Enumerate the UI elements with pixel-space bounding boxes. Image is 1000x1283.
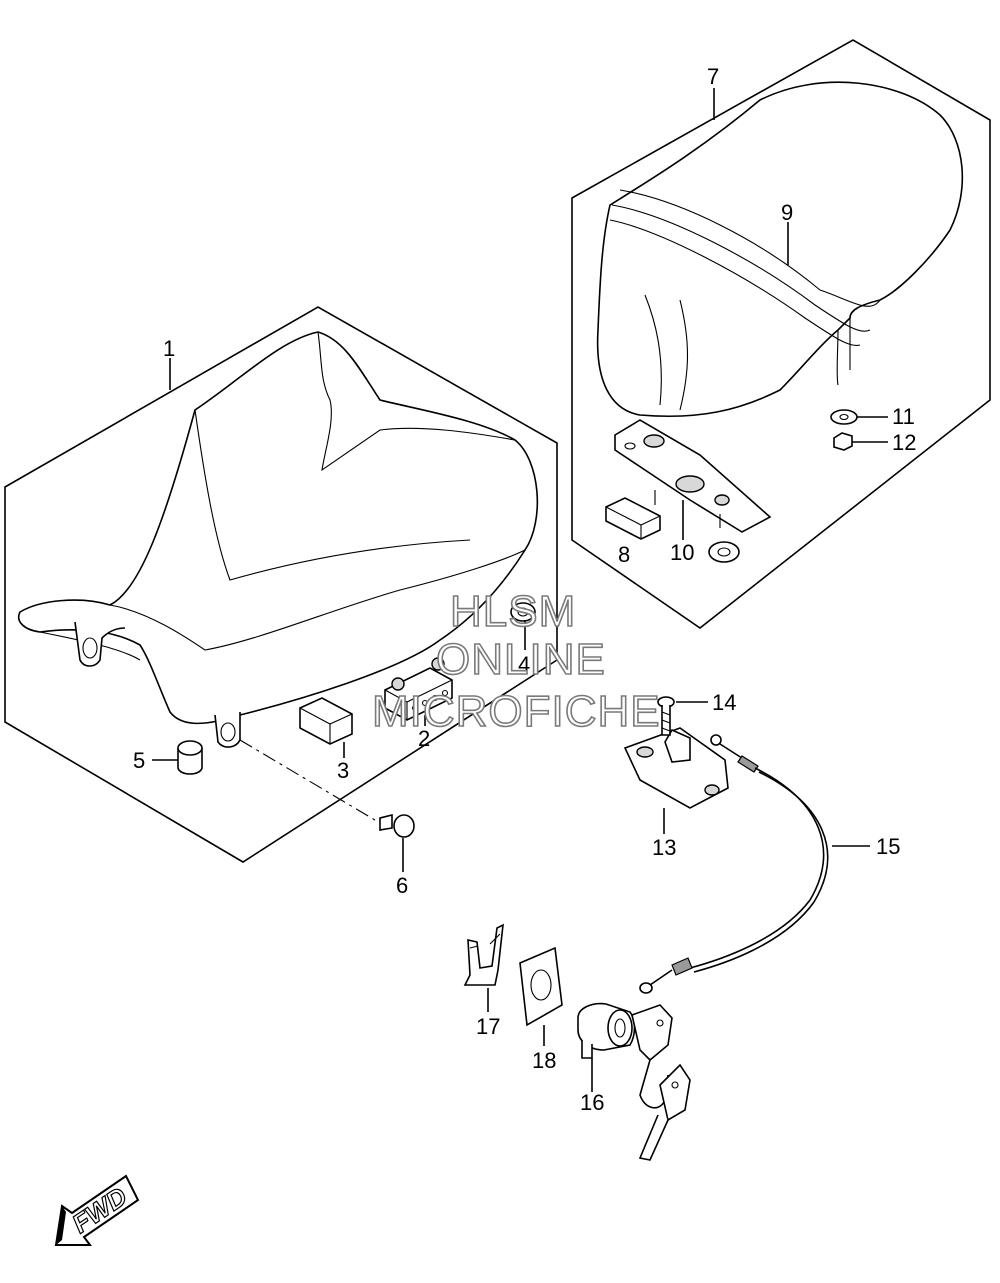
callout-17: 17 (476, 1014, 500, 1039)
callout-1: 1 (163, 336, 175, 361)
callout-6: 6 (396, 873, 408, 898)
callout-labels: 1 2 3 4 5 6 7 8 9 10 11 12 13 14 15 16 1… (133, 64, 916, 1115)
fwd-arrow-icon: FWD (54, 1174, 140, 1246)
watermark-line2: ONLINE (436, 635, 606, 684)
callout-5: 5 (133, 748, 145, 773)
callout-14: 14 (712, 690, 736, 715)
part-12-nut[interactable] (833, 432, 853, 451)
callout-9: 9 (781, 200, 793, 225)
part-17-clip[interactable] (463, 923, 504, 986)
front-seat[interactable] (18, 331, 539, 748)
watermark-line1: HLSM (450, 587, 576, 636)
part-14-screw[interactable] (657, 696, 675, 736)
callout-15: 15 (876, 834, 900, 859)
callout-13: 13 (652, 835, 676, 860)
part-13-lock-bracket[interactable] (623, 727, 729, 809)
part-8-pad[interactable] (605, 497, 661, 540)
part-5-cushion[interactable] (177, 740, 203, 775)
part-3-pad[interactable] (299, 697, 353, 745)
rear-seat-frame (571, 39, 991, 629)
part-16-lock-cylinder[interactable] (577, 1002, 691, 1161)
watermark: HLSM ONLINE MICROFICHE (371, 586, 661, 737)
part-18-plate[interactable] (519, 946, 563, 1027)
callout-10: 10 (670, 540, 694, 565)
part-11-washer[interactable] (830, 409, 858, 425)
callout-4: 4 (518, 652, 530, 677)
callout-3: 3 (337, 758, 349, 783)
rear-grommet[interactable] (708, 541, 740, 563)
callout-11: 11 (892, 404, 915, 429)
callout-2: 2 (418, 726, 430, 751)
callout-18: 18 (532, 1048, 556, 1073)
callout-12: 12 (892, 430, 916, 455)
part-15-cable[interactable] (639, 734, 829, 994)
callout-7: 7 (707, 64, 719, 89)
part-10-plate[interactable] (614, 419, 772, 533)
rear-seat-cowl[interactable] (596, 81, 964, 418)
watermark-line3: MICROFICHE (372, 687, 661, 736)
callout-16: 16 (580, 1090, 604, 1115)
callout-8: 8 (618, 542, 630, 567)
leader-lines (152, 88, 888, 1092)
part-4-grommet[interactable] (510, 602, 536, 622)
part-6-bolt[interactable] (379, 813, 415, 838)
front-seat-frame (4, 306, 558, 863)
part-2-bracket[interactable] (384, 657, 453, 721)
